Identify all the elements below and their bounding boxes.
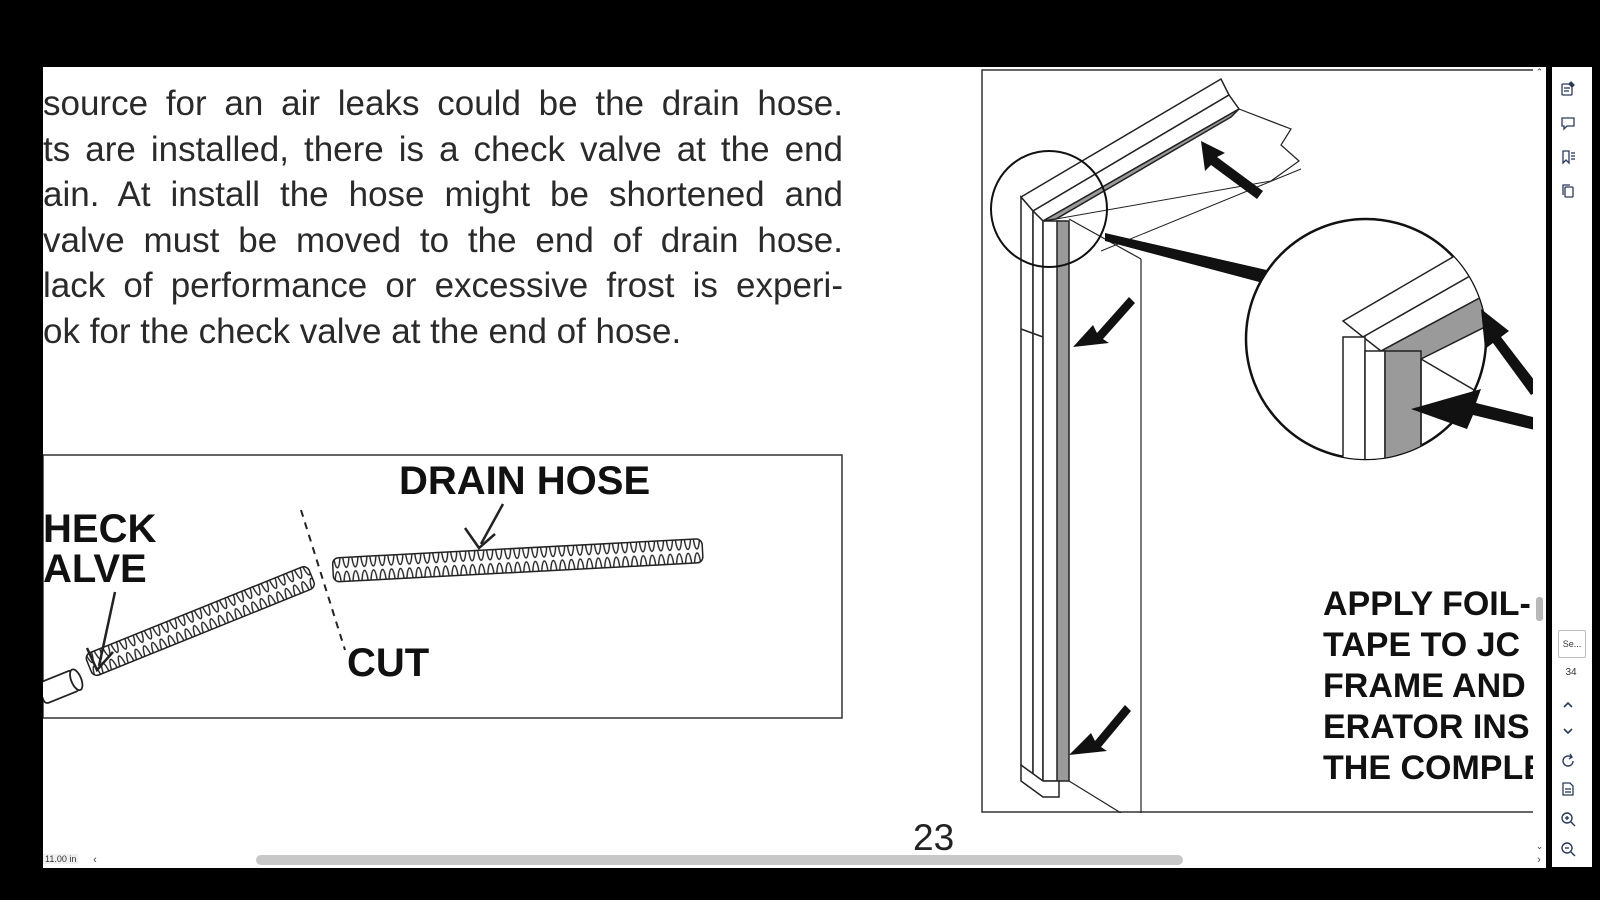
arrow-to-check-valve <box>85 591 117 673</box>
horizontal-scrollbar[interactable]: 11.00 in ‹ › <box>43 852 1546 868</box>
paragraph-line: ok for the check valve at the end of hos… <box>43 311 682 351</box>
caption-line: THE COMPLE <box>1323 749 1546 787</box>
comment-icon[interactable] <box>1556 111 1580 135</box>
arrow-left-jamb-upper <box>1073 297 1135 347</box>
arrow-top-rail <box>1201 141 1263 199</box>
horizontal-scroll-thumb[interactable] <box>256 855 1183 865</box>
label-check-line2: ALVE <box>43 547 147 591</box>
side-toolbar: Se... 34 <box>1552 67 1592 867</box>
detail-circle-small <box>990 150 1108 268</box>
vertical-scrollbar[interactable]: ⌃ ⌄ <box>1533 67 1546 852</box>
paragraph-line: ts are installed, there is a check valve… <box>43 129 843 169</box>
zoom-out-icon[interactable] <box>1556 837 1580 861</box>
caption-line: TAPE TO JC <box>1323 626 1520 664</box>
check-valve-shape <box>43 668 84 704</box>
label-drain-hose: DRAIN HOSE <box>399 459 650 503</box>
scroll-down-arrow-icon[interactable]: ⌄ <box>1535 841 1544 851</box>
break-line <box>1238 108 1300 182</box>
page-number: 23 <box>913 817 955 855</box>
label-cut: CUT <box>347 641 429 685</box>
cut-line <box>300 509 346 651</box>
instruction-paragraph: source for an air leaks could be the dra… <box>43 81 843 354</box>
chevron-up-icon[interactable] <box>1556 693 1580 717</box>
bookmark-list-icon[interactable] <box>1556 145 1580 169</box>
magnifier-connector <box>1105 233 1297 291</box>
paragraph-line: lack of performance or excessive frost i… <box>43 266 843 305</box>
caption-line: FRAME AND <box>1323 667 1526 705</box>
drain-hose-figure: DRAIN HOSE HECK ALVE CUT <box>43 454 843 719</box>
zoom-in-icon[interactable] <box>1556 807 1580 831</box>
scroll-left-arrow-icon[interactable]: ‹ <box>93 854 97 866</box>
figure-frame <box>43 454 843 719</box>
document-viewport[interactable]: source for an air leaks could be the dra… <box>43 67 1546 855</box>
copy-pages-icon[interactable] <box>1556 179 1580 203</box>
hose-segment-right <box>331 538 704 583</box>
paragraph-line: ain. At install the hose might be shorte… <box>43 175 843 214</box>
edit-note-icon[interactable] <box>1556 77 1580 101</box>
door-frame-figure: APPLY FOIL-I TAPE TO JC FRAME AND ERATOR… <box>981 69 1546 813</box>
refresh-icon[interactable] <box>1556 749 1580 773</box>
label-check-line1: HECK <box>43 507 156 551</box>
caption-line: ERATOR INS <box>1323 708 1530 746</box>
page-count: 34 <box>1565 667 1577 678</box>
left-jamb <box>1020 194 1070 798</box>
page-settings-icon[interactable] <box>1556 777 1580 801</box>
hose-segment-left <box>85 566 315 677</box>
figure-caption: APPLY FOIL-I TAPE TO JC FRAME AND ERATOR… <box>1323 585 1546 787</box>
arrow-left-jamb-lower <box>1069 705 1131 755</box>
paragraph-line: valve must be moved to the end of drain … <box>43 220 843 260</box>
top-rail <box>1019 77 1241 222</box>
arrow-to-drain-hose <box>463 503 505 550</box>
paragraph-line: source for an air leaks could be the dra… <box>43 84 843 123</box>
chevron-down-icon[interactable] <box>1556 719 1580 743</box>
detail-arrows <box>1411 309 1541 431</box>
find-input[interactable]: Se... <box>1558 630 1586 658</box>
scroll-right-arrow-icon[interactable]: › <box>1537 854 1541 866</box>
vertical-scroll-thumb[interactable] <box>1536 597 1543 621</box>
scroll-up-arrow-icon[interactable]: ⌃ <box>1535 67 1544 77</box>
page-size-readout: 11.00 in <box>43 854 79 864</box>
caption-line: APPLY FOIL-I <box>1323 585 1540 623</box>
